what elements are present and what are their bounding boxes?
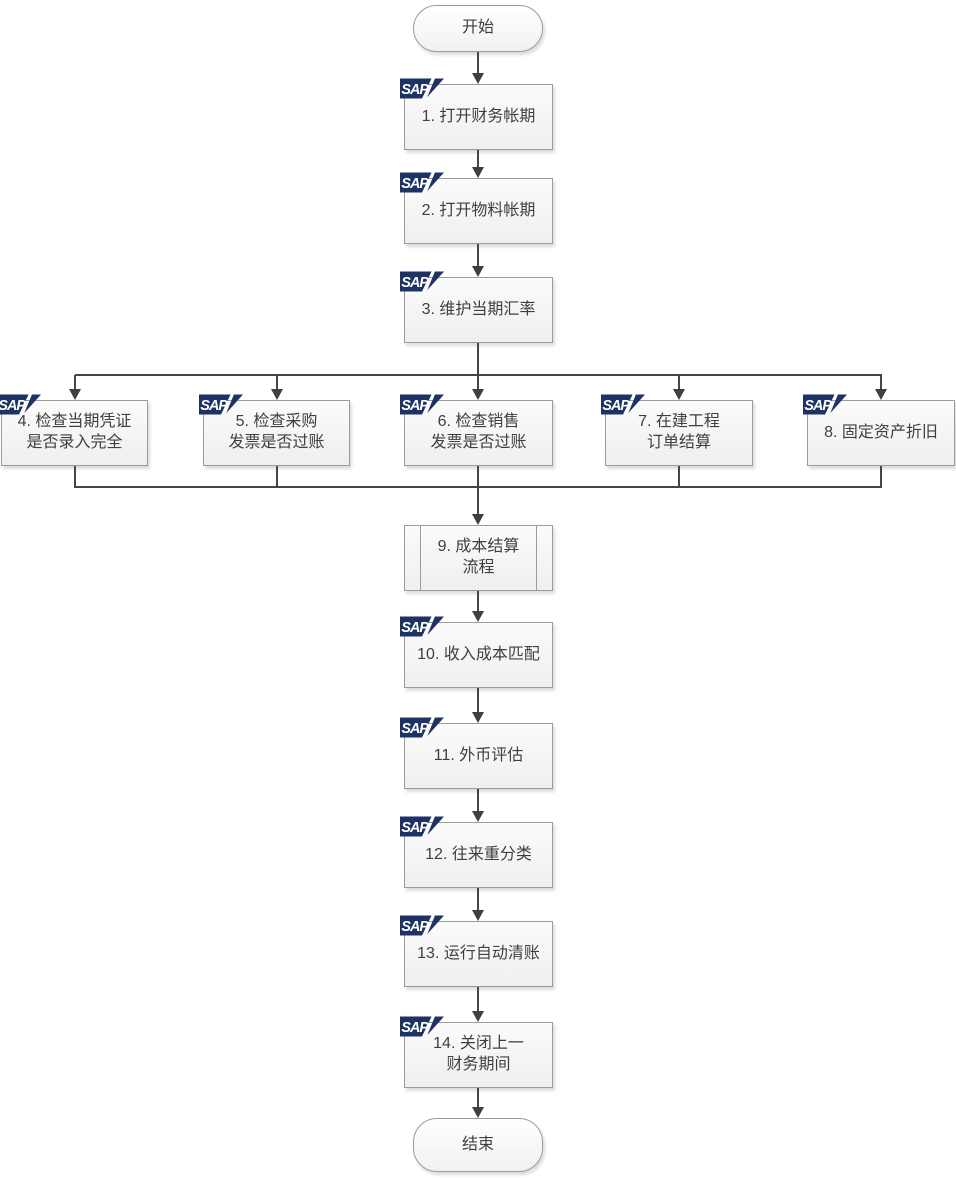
sap-logo-icon: SAP xyxy=(400,616,444,637)
sap-logo-icon: SAP xyxy=(400,394,444,415)
step-14-close-previous-period: SAP 14. 关闭上一 财务期间 xyxy=(400,1016,553,1088)
arrowhead-icon xyxy=(673,389,685,400)
connector-line xyxy=(276,375,278,389)
sap-logo-icon: SAP xyxy=(0,394,41,415)
step-label: 1. 打开财务帐期 xyxy=(421,107,536,125)
step-label: 5. 检查采购 发票是否过账 xyxy=(228,413,325,451)
step-12-receivables-reclassification: SAP 12. 往来重分类 xyxy=(400,816,553,888)
subprocess-bar-right xyxy=(536,526,537,590)
arrowhead-icon xyxy=(472,811,484,822)
step-label: 3. 维护当期汇率 xyxy=(421,300,536,318)
end-label: 结束 xyxy=(461,1135,494,1153)
end-node: 结束 xyxy=(413,1118,543,1172)
sap-logo-icon: SAP xyxy=(803,394,847,415)
step-2-open-mm-period: SAP 2. 打开物料帐期 xyxy=(400,172,553,244)
connector-line xyxy=(477,591,479,611)
step-11-foreign-currency-valuation: SAP 11. 外币评估 xyxy=(400,717,553,789)
step-label: 12. 往来重分类 xyxy=(425,845,532,863)
step-label: 2. 打开物料帐期 xyxy=(421,201,536,219)
connector-line xyxy=(477,1088,479,1107)
step-3-maintain-exchange-rate: SAP 3. 维护当期汇率 xyxy=(400,271,553,343)
step-4-check-documents: SAP 4. 检查当期凭证 是否录入完全 xyxy=(0,394,148,466)
arrowhead-icon xyxy=(472,1107,484,1118)
connector-line xyxy=(276,466,278,488)
sap-logo-icon: SAP xyxy=(400,915,444,936)
connector-line xyxy=(477,343,479,389)
connector-line xyxy=(74,375,76,389)
step-label: 11. 外币评估 xyxy=(433,746,524,764)
sap-logo-text: SAP xyxy=(401,1020,429,1036)
sap-logo-text: SAP xyxy=(200,398,228,414)
arrowhead-icon xyxy=(472,73,484,84)
connector-line xyxy=(477,789,479,811)
arrowhead-icon xyxy=(472,514,484,525)
step-label: 8. 固定资产折旧 xyxy=(824,423,938,441)
sap-logo-icon: SAP xyxy=(400,271,444,292)
sap-logo-text: SAP xyxy=(401,721,429,737)
sap-logo-icon: SAP xyxy=(400,172,444,193)
arrowhead-icon xyxy=(271,389,283,400)
step-9-cost-settlement-subprocess: 9. 成本结算 流程 xyxy=(404,525,553,591)
step-5-check-purchase-invoices: SAP 5. 检查采购 发票是否过账 xyxy=(199,394,350,466)
connector-line xyxy=(477,888,479,910)
step-6-check-sales-invoices: SAP 6. 检查销售 发票是否过账 xyxy=(400,394,553,466)
step-label: 4. 检查当期凭证 是否录入完全 xyxy=(17,413,132,451)
step-1-open-fi-period: SAP 1. 打开财务帐期 xyxy=(400,78,553,150)
sap-logo-text: SAP xyxy=(0,398,26,414)
arrowhead-icon xyxy=(472,167,484,178)
step-10-revenue-cost-matching: SAP 10. 收入成本匹配 xyxy=(400,616,553,688)
arrowhead-icon xyxy=(875,389,887,400)
step-7-wip-order-settlement: SAP 7. 在建工程 订单结算 xyxy=(601,394,753,466)
subprocess-bar-left xyxy=(420,526,421,590)
connector-line xyxy=(74,466,76,488)
connector-line xyxy=(477,987,479,1011)
step-label: 13. 运行自动清账 xyxy=(417,944,540,962)
sap-logo-text: SAP xyxy=(401,919,429,935)
sap-logo-text: SAP xyxy=(804,398,832,414)
connector-line xyxy=(880,466,882,488)
sap-logo-icon: SAP xyxy=(199,394,243,415)
sap-logo-icon: SAP xyxy=(400,78,444,99)
sap-logo-text: SAP xyxy=(602,398,630,414)
sap-logo-text: SAP xyxy=(401,820,429,836)
connector-line xyxy=(477,466,479,514)
start-node: 开始 xyxy=(413,5,543,52)
arrowhead-icon xyxy=(472,910,484,921)
connector-line xyxy=(678,375,680,389)
step-label: 9. 成本结算 流程 xyxy=(437,538,520,576)
sap-logo-icon: SAP xyxy=(601,394,645,415)
connector-line xyxy=(678,466,680,488)
arrowhead-icon xyxy=(472,389,484,400)
step-label: 7. 在建工程 订单结算 xyxy=(638,413,720,451)
arrowhead-icon xyxy=(472,266,484,277)
step-8-fixed-asset-depreciation: SAP 8. 固定资产折旧 xyxy=(803,394,955,466)
sap-logo-text: SAP xyxy=(401,620,429,636)
arrowhead-icon xyxy=(69,389,81,400)
sap-logo-text: SAP xyxy=(401,275,429,291)
sap-logo-icon: SAP xyxy=(400,816,444,837)
connector-line xyxy=(477,52,479,73)
step-label: 14. 关闭上一 财务期间 xyxy=(433,1035,524,1073)
sap-logo-text: SAP xyxy=(401,176,429,192)
step-13-automatic-clearing: SAP 13. 运行自动清账 xyxy=(400,915,553,987)
arrowhead-icon xyxy=(472,712,484,723)
connector-line xyxy=(477,150,479,167)
sap-logo-icon: SAP xyxy=(400,717,444,738)
sap-logo-icon: SAP xyxy=(400,1016,444,1037)
step-label: 10. 收入成本匹配 xyxy=(417,645,540,663)
start-label: 开始 xyxy=(461,19,494,37)
sap-logo-text: SAP xyxy=(401,398,429,414)
connector-line xyxy=(477,688,479,712)
arrowhead-icon xyxy=(472,611,484,622)
step-label: 6. 检查销售 发票是否过账 xyxy=(430,413,527,451)
sap-logo-text: SAP xyxy=(401,82,429,98)
connector-line xyxy=(880,375,882,389)
arrowhead-icon xyxy=(472,1011,484,1022)
branch-bus-line xyxy=(75,374,882,376)
connector-line xyxy=(477,244,479,266)
